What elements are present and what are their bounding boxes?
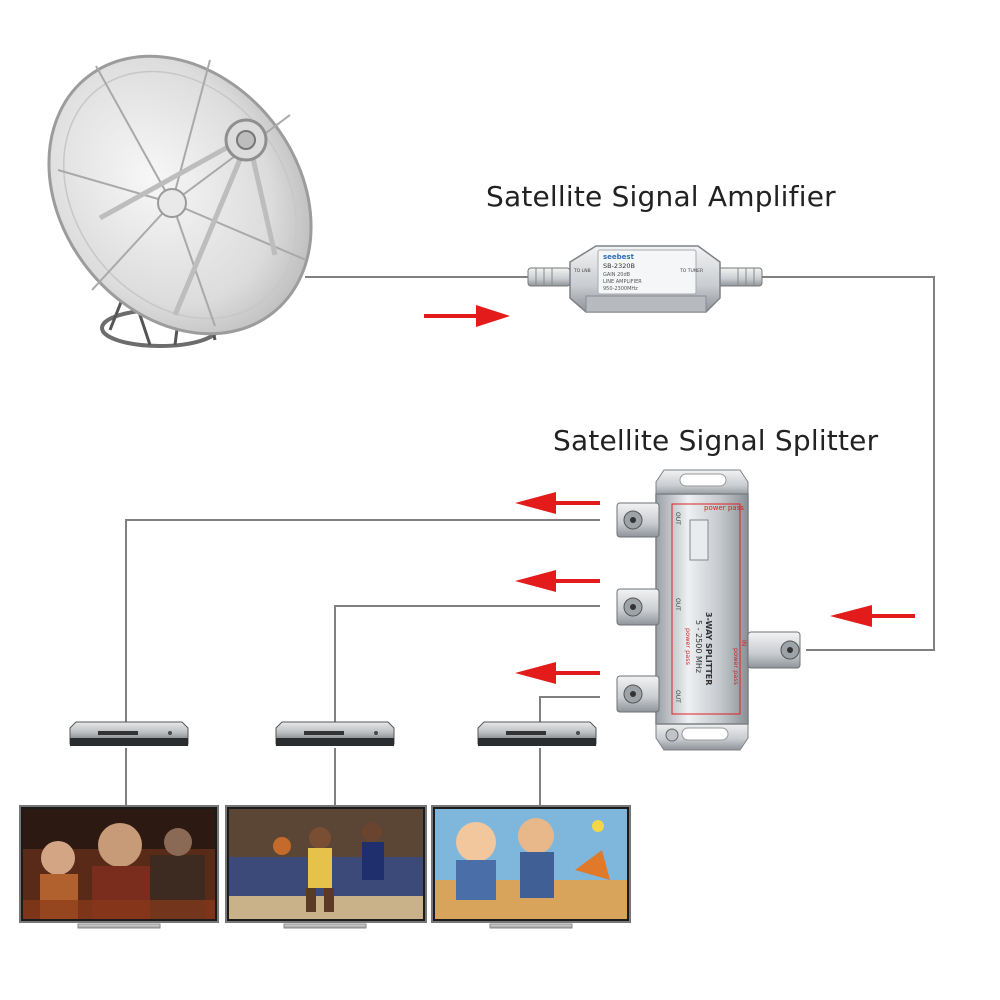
splitter-power-pass-mid: power pass [684,628,692,666]
splitter-out-label-2: OUT [674,598,681,611]
cables [125,276,935,808]
tv-1-screen [23,809,215,919]
amplifier-spec-2: LINE AMPLIFIER [603,279,642,285]
arrow-right-to-amplifier [424,305,510,327]
arrow-left-into-splitter [830,605,915,627]
tv-2-screen [229,809,423,919]
arrow-left-out-2 [515,570,600,592]
arrow-left-out-3 [515,662,600,684]
amplifier-title: Satellite Signal Amplifier [486,180,836,213]
splitter-out-port-1 [616,502,660,538]
splitter-out-label-3: OUT [674,690,681,703]
amplifier-brand: seebest [603,253,635,261]
splitter-power-pass-top: power pass [704,504,744,512]
splitter-in-label: IN [740,640,747,646]
satellite-dish [47,54,313,348]
splitter-out-port-2 [616,588,660,626]
cable-amplifier-to-splitter [760,276,935,651]
signal-amplifier: seebest SB-2320B GAIN 20dB LINE AMPLIFIE… [527,245,763,313]
cable-splitter-to-receiver-2 [334,605,600,725]
receiver-2 [275,721,395,746]
tv-2 [225,805,427,929]
amplifier-port-right: TO TUNER [679,268,703,274]
tv-1 [19,805,219,929]
amplifier-spec-3: 950-2300MHz [603,286,638,292]
arrows [424,305,915,684]
cable-splitter-to-receiver-3 [539,696,600,725]
signal-splitter: power pass 3-WAY SPLITTER 5 - 2500 MHz p… [616,469,801,751]
splitter-label-1: 3-WAY SPLITTER [704,612,713,685]
tv-3 [431,805,631,929]
splitter-power-pass-right: power pass [732,648,740,686]
amplifier-model: SB-2320B [603,262,635,270]
splitter-in-port [747,631,801,669]
amplifier-spec-1: GAIN 20dB [603,272,631,278]
cable-splitter-to-receiver-1 [125,519,600,725]
amplifier-port-left: TO LNB [573,268,591,274]
splitter-title: Satellite Signal Splitter [553,424,879,457]
splitter-out-label-1: OUT [674,512,681,525]
receiver-3 [477,721,597,746]
tv-3-screen [435,809,627,919]
splitter-out-port-3 [616,675,660,713]
arrow-left-out-1 [515,492,600,514]
splitter-label-2: 5 - 2500 MHz [694,620,703,673]
receiver-1 [69,721,189,746]
